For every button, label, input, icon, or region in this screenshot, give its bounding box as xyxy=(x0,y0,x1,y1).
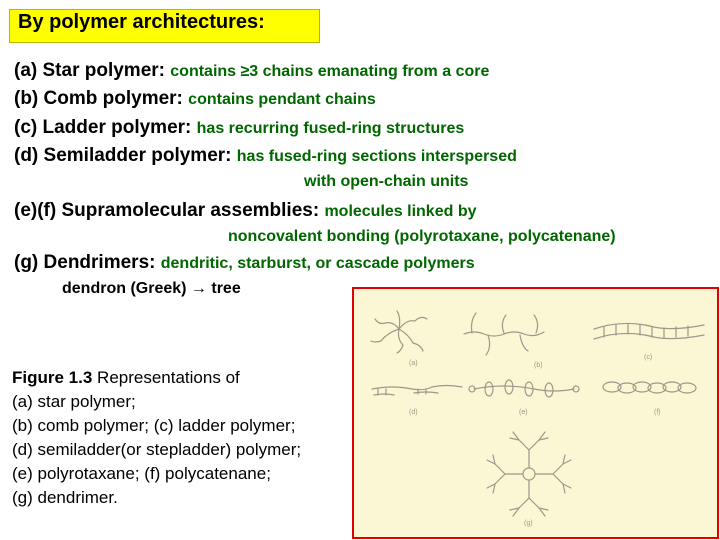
item-g-label: (g) Dendrimers: xyxy=(14,252,156,273)
figure-label-e: (e) xyxy=(519,409,528,416)
figure-label-g: (g) xyxy=(524,520,533,527)
dendron-etymology: dendron (Greek) → tree xyxy=(62,280,241,298)
ladder-polymer-sketch xyxy=(593,322,705,340)
dendrimer-sketch xyxy=(486,431,572,517)
dendron-word: dendron (Greek) xyxy=(62,280,187,297)
caption-line5: (e) polyrotaxane; (f) polycatenane; xyxy=(12,464,271,483)
slide-title: By polymer architectures: xyxy=(18,11,265,33)
item-c: (c) Ladder polymer: has recurring fused-… xyxy=(14,117,464,139)
item-ef-desc: molecules linked by xyxy=(324,203,477,220)
caption-line3: (b) comb polymer; (c) ladder polymer; xyxy=(12,416,296,435)
polymer-figure: (a) (b) (c) (d) (e) (f) (g) xyxy=(352,287,719,539)
item-d-desc: has fused-ring sections interspersed xyxy=(236,148,517,165)
item-g-desc: dendritic, starburst, or cascade polymer… xyxy=(160,255,475,272)
item-b-desc: contains pendant chains xyxy=(188,91,376,108)
tree-word: tree xyxy=(211,280,241,297)
item-b-label: (b) Comb polymer: xyxy=(14,88,183,109)
right-arrow-icon: → xyxy=(190,280,207,297)
item-d: (d) Semiladder polymer: has fused-ring s… xyxy=(14,145,517,167)
item-a-desc: contains ≥3 chains emanating from a core xyxy=(170,63,490,80)
figure-label-c: (c) xyxy=(644,354,652,361)
item-c-desc: has recurring fused-ring structures xyxy=(196,120,465,137)
item-d-desc-cont: with open-chain units xyxy=(304,173,469,190)
item-c-label: (c) Ladder polymer: xyxy=(14,117,192,138)
figure-label-b: (b) xyxy=(534,362,543,369)
figure-label-f: (f) xyxy=(654,409,661,416)
star-polymer-sketch xyxy=(370,310,428,354)
caption-line4: (d) semiladder(or stepladder) polymer; xyxy=(12,440,302,459)
figure-label-d: (d) xyxy=(409,409,418,416)
item-d-label: (d) Semiladder polymer: xyxy=(14,145,232,166)
figure-caption: Figure 1.3 Representations of (a) star p… xyxy=(12,366,301,510)
item-b: (b) Comb polymer: contains pendant chain… xyxy=(14,88,376,110)
caption-line2: (a) star polymer; xyxy=(12,392,136,411)
item-g: (g) Dendrimers: dendritic, starburst, or… xyxy=(14,252,475,274)
item-a-label: (a) Star polymer: xyxy=(14,60,165,81)
title-highlight xyxy=(9,9,320,43)
item-ef-desc-cont: noncovalent bonding (polyrotaxane, polyc… xyxy=(228,228,616,245)
comb-polymer-sketch xyxy=(463,312,545,356)
caption-line1: Representations of xyxy=(97,368,240,387)
figure-label-a: (a) xyxy=(409,360,418,367)
item-a: (a) Star polymer: contains ≥3 chains ema… xyxy=(14,60,489,82)
polymer-sketches: (a) (b) (c) (d) (e) (f) (g) xyxy=(370,310,705,527)
semiladder-polymer-sketch xyxy=(371,384,463,396)
item-ef: (e)(f) Supramolecular assemblies: molecu… xyxy=(14,200,477,222)
polycatenane-sketch xyxy=(602,381,697,394)
caption-line6: (g) dendrimer. xyxy=(12,488,118,507)
polyrotaxane-sketch xyxy=(468,379,580,398)
figure-label: Figure 1.3 xyxy=(12,368,93,387)
item-ef-label: (e)(f) Supramolecular assemblies: xyxy=(14,200,320,221)
